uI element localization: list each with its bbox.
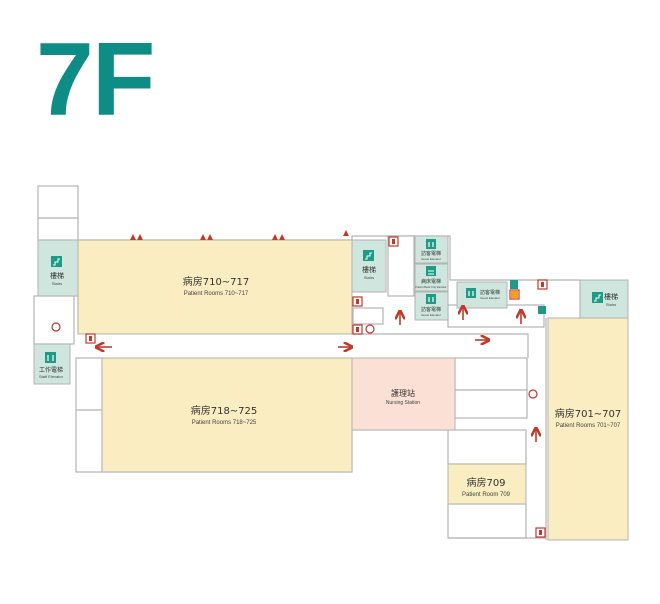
stairs-center: 樓梯 Stairs xyxy=(362,250,376,280)
stairs-right-label: 樓梯 xyxy=(604,292,618,301)
patient-rooms-718-725 xyxy=(101,357,353,473)
stairs-left-label-en: Stairs xyxy=(52,281,62,286)
stairs-left-block xyxy=(37,239,79,297)
room-718-label-zh: 病房718~725 xyxy=(191,404,258,417)
floor-title: 7F xyxy=(36,22,155,138)
room-701-label-en: Patient Rooms 701~707 xyxy=(556,423,621,429)
staff-elevator-label: 工作電梯 xyxy=(39,366,63,374)
staff-elevator: 工作電梯 Staff Elevator xyxy=(39,352,64,379)
room-709-label-zh: 病房709 xyxy=(466,476,505,489)
stairs-center-label-en: Stairs xyxy=(364,275,374,280)
elevator-icon xyxy=(45,352,56,363)
nursing-label-en: Nursing Station xyxy=(386,400,420,406)
patient-rooms-701-707 xyxy=(547,317,629,541)
guest-elevator-right-block xyxy=(456,281,508,309)
guest-elevator-bottom: 訪客電梯 Guest Elevator xyxy=(421,294,441,317)
elevator-icon xyxy=(426,294,436,304)
building-walls xyxy=(33,185,581,540)
room-701-label-zh: 病房701~707 xyxy=(555,407,622,420)
guest-elevator-right-label-en: Guest Elevator xyxy=(480,296,500,300)
guest-elevator-bottom-label-en: Guest Elevator xyxy=(421,313,441,317)
room-709-label-en: Patient Room 709 xyxy=(462,492,511,498)
elevator-icon xyxy=(466,288,476,298)
room-718-label-en: Patient Rooms 718~725 xyxy=(192,420,257,426)
guest-elevator-top-label: 訪客電梯 xyxy=(421,250,441,257)
room-710-label-en: Patient Rooms 710~717 xyxy=(184,291,249,297)
guest-elevator-bottom-label: 訪客電梯 xyxy=(421,306,441,313)
exit-icon xyxy=(538,306,546,314)
stairs-right-block xyxy=(579,279,629,319)
no-entry-icon xyxy=(365,324,375,334)
staff-elevator-block xyxy=(33,343,71,385)
stairs-center-block xyxy=(351,239,387,293)
window-markers xyxy=(130,230,349,240)
stairs-center-label: 樓梯 xyxy=(362,265,376,274)
patient-elevator-block xyxy=(414,263,449,292)
no-entry-icon xyxy=(51,322,61,332)
aed-icon xyxy=(511,291,518,298)
stairs-right: 樓梯 Stairs xyxy=(592,292,618,307)
phone-icon xyxy=(510,280,518,289)
guest-elevator-top-label-en: Guest Elevator xyxy=(421,257,441,261)
nursing-station xyxy=(351,357,456,431)
room-710-label-zh: 病房710~717 xyxy=(183,275,250,288)
patient-elevator-label: 病床電梯 xyxy=(421,278,441,285)
patient-elevator: 病床電梯 Patient Beds Only Elevator xyxy=(416,266,447,289)
guest-elevator-top: 訪客電梯 Guest Elevator xyxy=(421,239,441,261)
stairs-left: 樓梯 Stairs xyxy=(50,256,64,286)
guest-elevator-right: 訪客電梯 Guest Elevator xyxy=(466,288,500,300)
guest-elevator-right-label: 訪客電梯 xyxy=(480,289,500,296)
patient-elevator-label-en: Patient Beds Only Elevator xyxy=(416,285,447,289)
staff-elevator-label-en: Staff Elevator xyxy=(39,374,64,379)
stairs-left-label: 樓梯 xyxy=(50,271,64,280)
no-entry-icon xyxy=(528,389,538,399)
patient-room-709 xyxy=(447,463,527,505)
stairs-right-label-en: Stairs xyxy=(606,302,616,307)
elevator-icon xyxy=(426,239,436,249)
nursing-label-zh: 護理站 xyxy=(391,388,415,398)
